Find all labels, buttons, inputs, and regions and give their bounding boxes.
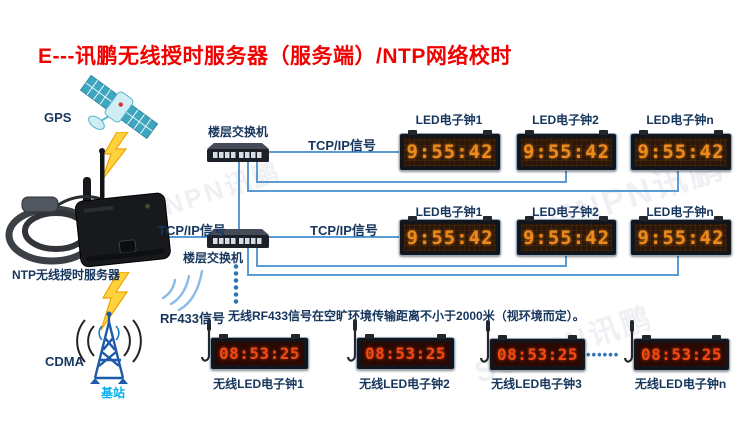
wireless-led-clock-3: 08:53:25 (479, 320, 586, 371)
led-clock-label: LED电子钟n (646, 113, 714, 127)
led-clock-label: LED电子钟n (646, 205, 714, 219)
wireless-led-clock-1: 08:53:25 (200, 319, 309, 370)
whip-antenna-icon (200, 319, 211, 362)
led-clock-row1-1: 9:55:42 (399, 130, 501, 171)
wireless-led-clock-label: 无线LED电子钟n (634, 377, 727, 391)
tcpip-signal-label-row2: TCP/IP信号 (310, 223, 378, 238)
gps-satellite-icon (79, 74, 159, 140)
wireless-led-clock-label: 无线LED电子钟2 (359, 377, 450, 391)
switch1-label: 楼层交换机 (208, 125, 269, 139)
led-clock-label: LED电子钟2 (532, 113, 599, 127)
whip-antenna-icon (479, 320, 490, 363)
switch1-icon (207, 143, 269, 162)
whip-antenna-icon (346, 319, 357, 362)
led-clock-display: 08:53:25 (494, 343, 581, 366)
wireless-dotted-link (233, 263, 239, 305)
rf433-signal-label: RF433信号 (160, 311, 226, 326)
led-clock-display: 9:55:42 (635, 224, 727, 251)
line-switch2-clockn (247, 248, 679, 276)
line-switch1-clockn (247, 162, 679, 192)
whip-antenna-icon (623, 320, 634, 363)
led-clock-display: 08:53:25 (638, 343, 725, 366)
led-clock-row1-2: 9:55:42 (516, 130, 617, 171)
line-switch2-clock2 (256, 248, 567, 267)
led-clock-row2-2: 9:55:42 (516, 216, 617, 256)
led-clock-display: 9:55:42 (521, 138, 612, 166)
led-clock-display: 08:53:25 (215, 342, 304, 365)
led-clock-label: LED电子钟2 (532, 205, 599, 219)
led-clock-display: 9:55:42 (404, 224, 496, 251)
page-title: E---讯鹏无线授时服务器（服务端）/NTP网络校时 (38, 45, 512, 68)
gps-label: GPS (44, 110, 72, 125)
line-switch1-clock2 (256, 162, 567, 183)
base-station-tower-icon (76, 311, 142, 384)
tcpip-signal-label-row1: TCP/IP信号 (308, 138, 376, 153)
led-clock-row1-n: 9:55:42 (630, 130, 732, 171)
wireless-led-clock-2: 08:53:25 (346, 319, 455, 370)
ntp-server-device (5, 148, 171, 268)
led-clock-row2-1: 9:55:42 (399, 216, 501, 256)
ellipsis-dots: •••••• (586, 347, 620, 362)
base-station-label: 基站 (101, 386, 126, 400)
cdma-label: CDMA (45, 354, 84, 369)
rf433-note: 无线RF433信号在空旷环境传输距离不小于2000米（视环境而定）。 (228, 309, 585, 323)
led-clock-display: 9:55:42 (521, 224, 612, 251)
led-clock-display: 9:55:42 (635, 138, 727, 166)
ntp-server-label: NTP无线授时服务器 (12, 268, 121, 282)
tcpip-signal-label-server: TCP/IP信号 (158, 223, 226, 238)
wireless-led-clock-label: 无线LED电子钟3 (491, 377, 582, 391)
led-clock-display: 9:55:42 (404, 138, 496, 166)
led-clock-label: LED电子钟1 (415, 113, 483, 127)
wireless-led-clock-n: 08:53:25 (623, 320, 730, 371)
led-clock-row2-n: 9:55:42 (630, 216, 732, 256)
switch2-label: 楼层交换机 (182, 251, 243, 265)
led-clock-display: 08:53:25 (361, 342, 450, 365)
led-clock-label: LED电子钟1 (415, 205, 483, 219)
lightning-bolt-icon (101, 132, 129, 181)
wireless-led-clock-label: 无线LED电子钟1 (213, 377, 304, 391)
rf433-signal-waves-icon (161, 269, 204, 312)
switch2-icon (207, 229, 269, 248)
